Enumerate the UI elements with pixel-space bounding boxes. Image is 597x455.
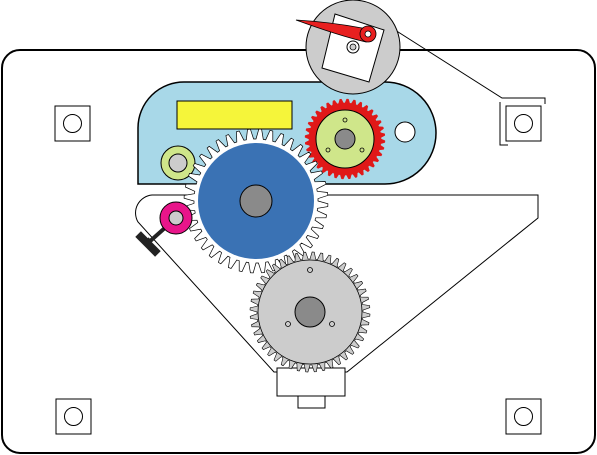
red-gear	[304, 98, 386, 180]
top-disc	[305, 0, 401, 95]
main-blue-gear	[183, 128, 329, 274]
indicator-hole	[394, 121, 416, 143]
mounting-hole-top-right	[505, 105, 542, 142]
linkage-wire	[394, 29, 546, 146]
mounting-hole-bottom-right	[505, 398, 542, 435]
grey-gear	[249, 251, 371, 373]
mounting-hole-top-left	[54, 105, 91, 142]
mounting-hole-bottom-left	[55, 398, 92, 435]
small-green-gear	[160, 145, 196, 181]
display-window	[176, 100, 293, 130]
red-lever	[295, 19, 377, 43]
bottom-block	[276, 367, 346, 409]
magenta-pivot	[159, 201, 193, 235]
